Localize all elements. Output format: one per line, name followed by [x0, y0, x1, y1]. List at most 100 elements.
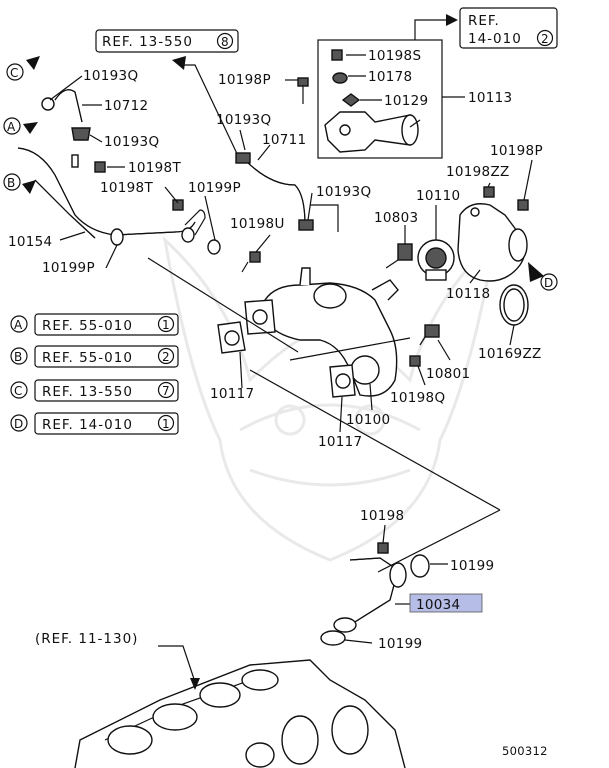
label-10118: 10118 — [446, 286, 490, 302]
label-10117-a: 10117 — [210, 386, 254, 402]
label-10199-a: 10199 — [450, 558, 494, 574]
thermostat-10110[interactable] — [417, 239, 455, 281]
ref-13-550-8-box[interactable]: REF. 13-550 8 — [95, 29, 239, 53]
ref-14-010-2-box[interactable]: REF. 14-010 2 — [459, 7, 558, 49]
engine-block — [74, 659, 406, 768]
part-labels: 10193Q 10712 10193Q 10198T 10198T 10199P… — [8, 48, 543, 652]
label-10198T-b: 10198T — [100, 180, 153, 196]
sensor-stud — [71, 154, 79, 168]
oring-10199P-a[interactable] — [207, 239, 221, 255]
case-10118[interactable] — [457, 203, 528, 282]
clamp-10169ZZ[interactable] — [499, 284, 529, 326]
oring-10199-a[interactable] — [410, 554, 430, 578]
svg-text:7: 7 — [162, 384, 170, 398]
label-10198: 10198 — [360, 508, 404, 524]
legend-row-C[interactable]: C REF. 13-550 7 — [10, 379, 179, 402]
hose-10712[interactable] — [54, 89, 83, 123]
svg-text:C: C — [14, 384, 22, 398]
svg-text:A: A — [7, 120, 16, 134]
gasket-10117-b[interactable] — [329, 364, 356, 398]
oring-10199-b[interactable] — [320, 630, 346, 646]
legend-row-D[interactable]: D REF. 14-010 1 — [10, 412, 179, 435]
bolt-10198ZZ[interactable] — [483, 186, 495, 198]
group-box-10113 — [317, 39, 443, 159]
label-10803: 10803 — [374, 210, 418, 226]
svg-text:REF. 13-550: REF. 13-550 — [102, 34, 193, 50]
diagram-id: 500312 — [502, 744, 548, 758]
svg-text:D: D — [544, 276, 553, 290]
hose-10711[interactable] — [244, 159, 306, 226]
label-10198T-a: 10198T — [128, 160, 181, 176]
svg-text:2: 2 — [162, 350, 170, 364]
svg-text:2: 2 — [541, 32, 549, 46]
connector-B-top[interactable]: B — [3, 173, 36, 194]
legend-row-A[interactable]: A REF. 55-010 1 — [10, 313, 179, 336]
bolt-10198T-a[interactable] — [94, 161, 106, 173]
sensor-10801[interactable] — [419, 324, 440, 346]
bolt-10198P-a[interactable] — [297, 77, 309, 87]
label-10193Q-d: 10193Q — [316, 184, 371, 200]
svg-text:B: B — [7, 176, 15, 190]
label-10129: 10129 — [384, 93, 428, 109]
bolt-10198T-b[interactable] — [172, 199, 184, 211]
svg-text:REF. 55-010: REF. 55-010 — [42, 318, 133, 334]
pipe-10034[interactable] — [333, 557, 407, 633]
svg-text:1: 1 — [162, 318, 170, 332]
label-10199P-b: 10199P — [42, 260, 95, 276]
label-10198P-b: 10198P — [490, 143, 543, 159]
label-ref-11-130: (REF. 11-130) — [35, 631, 138, 647]
clamp-10193Q-a[interactable] — [41, 97, 55, 111]
connector-A-top[interactable]: A — [3, 117, 38, 135]
label-10193Q-c: 10193Q — [216, 112, 271, 128]
label-10193Q-b: 10193Q — [104, 134, 159, 150]
svg-text:REF.: REF. — [468, 13, 500, 29]
label-10198U: 10198U — [230, 216, 285, 232]
gasket-10178[interactable] — [332, 72, 348, 84]
washer-10129[interactable] — [341, 93, 361, 107]
gasket-10117-a[interactable] — [217, 321, 246, 354]
bolt-10198Q[interactable] — [409, 355, 421, 367]
svg-text:A: A — [14, 318, 23, 332]
bolt-10198U[interactable] — [249, 251, 261, 263]
label-10100: 10100 — [346, 412, 390, 428]
label-10711: 10711 — [262, 132, 306, 148]
label-10199P-a: 10199P — [188, 180, 241, 196]
label-10110: 10110 — [416, 188, 460, 204]
label-10113: 10113 — [468, 90, 512, 106]
arrow-icon — [528, 262, 544, 282]
svg-text:B: B — [14, 350, 22, 364]
clamp-10193Q-d[interactable] — [298, 219, 314, 231]
label-10193Q-a: 10193Q — [83, 68, 138, 84]
svg-text:14-010: 14-010 — [468, 31, 522, 47]
connector-C-top[interactable]: C — [6, 56, 40, 81]
clamp-10193Q-b[interactable] — [71, 127, 91, 141]
svg-text:8: 8 — [221, 35, 229, 49]
label-10199-b: 10199 — [378, 636, 422, 652]
bolt-10198P-b[interactable] — [517, 199, 529, 211]
svg-text:REF. 55-010: REF. 55-010 — [42, 350, 133, 366]
watermark-emblem — [162, 235, 498, 562]
flange-manifold-left — [244, 299, 276, 335]
connector-D-right[interactable]: D — [540, 273, 558, 291]
arrow-icon — [446, 14, 458, 26]
bolt-10198[interactable] — [377, 542, 389, 554]
bolt-10198S[interactable] — [331, 49, 343, 61]
label-10198Q: 10198Q — [390, 390, 445, 406]
label-10117-b: 10117 — [318, 434, 362, 450]
svg-text:REF. 14-010: REF. 14-010 — [42, 417, 133, 433]
svg-text:1: 1 — [162, 417, 170, 431]
svg-text:D: D — [14, 417, 23, 431]
label-10034-highlighted[interactable]: 10034 — [409, 593, 483, 613]
label-10154: 10154 — [8, 234, 52, 250]
sensor-10803[interactable] — [385, 243, 413, 269]
label-10198P-a: 10198P — [218, 72, 271, 88]
label-10198ZZ: 10198ZZ — [446, 164, 510, 180]
legend-row-B[interactable]: B REF. 55-010 2 — [10, 345, 179, 368]
oring-10199P-b[interactable] — [110, 228, 124, 246]
arrow-icon — [172, 56, 186, 70]
svg-text:10034: 10034 — [416, 597, 460, 613]
clamp-10193Q-c[interactable] — [235, 152, 251, 164]
housing-10113[interactable] — [324, 111, 419, 153]
label-10178: 10178 — [368, 69, 412, 85]
